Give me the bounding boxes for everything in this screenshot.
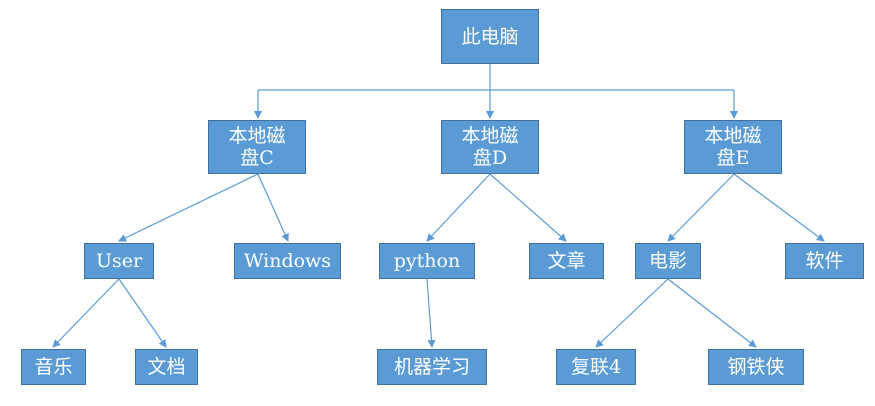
connector-movie-to-ironman [667,278,757,348]
connector-user-to-music [52,278,120,348]
node-this-pc: 此电脑 [441,9,539,64]
node-label: 本地磁 盘D [461,125,519,169]
node-local-disk-e: 本地磁 盘E [684,120,782,174]
node-music: 音乐 [21,349,86,385]
connector-python-to-ml [426,278,436,348]
node-user: User [84,243,154,279]
node-local-disk-c: 本地磁 盘C [208,120,306,174]
connector-user-to-docs [118,278,167,348]
node-label: 机器学习 [393,356,470,378]
node-documents: 文档 [135,349,198,385]
node-label: 文档 [147,356,186,378]
node-label: python [393,250,461,272]
node-label: Windows [243,250,332,272]
node-windows: Windows [234,243,341,279]
connector-movie-to-avengers4 [595,278,669,348]
node-label: 软件 [805,250,844,272]
node-label: 音乐 [34,356,73,378]
node-iron-man: 钢铁侠 [708,349,804,385]
node-label: User [95,250,143,272]
node-label: 电影 [648,250,687,272]
connector-disk-e-to-software [733,173,825,242]
node-movie: 电影 [635,243,701,279]
node-label: 复联4 [570,356,622,378]
node-machine-learning: 机器学习 [377,349,487,385]
node-label: 钢铁侠 [727,356,785,378]
node-article: 文章 [529,243,604,279]
node-label: 此电脑 [461,25,519,48]
node-software: 软件 [785,243,864,279]
node-label: 文章 [547,250,586,272]
node-label: 本地磁 盘C [228,125,286,169]
node-python: python [379,243,475,279]
connector-disk-d-to-python [426,173,491,242]
node-avengers-4: 复联4 [556,349,636,385]
connector-disk-e-to-movie [667,173,735,242]
node-label: 本地磁 盘E [704,125,762,169]
connector-disk-d-to-article [489,173,567,242]
connector-disk-c-to-user [118,173,259,242]
connector-disk-c-to-windows [257,173,289,242]
node-local-disk-d: 本地磁 盘D [441,120,539,174]
